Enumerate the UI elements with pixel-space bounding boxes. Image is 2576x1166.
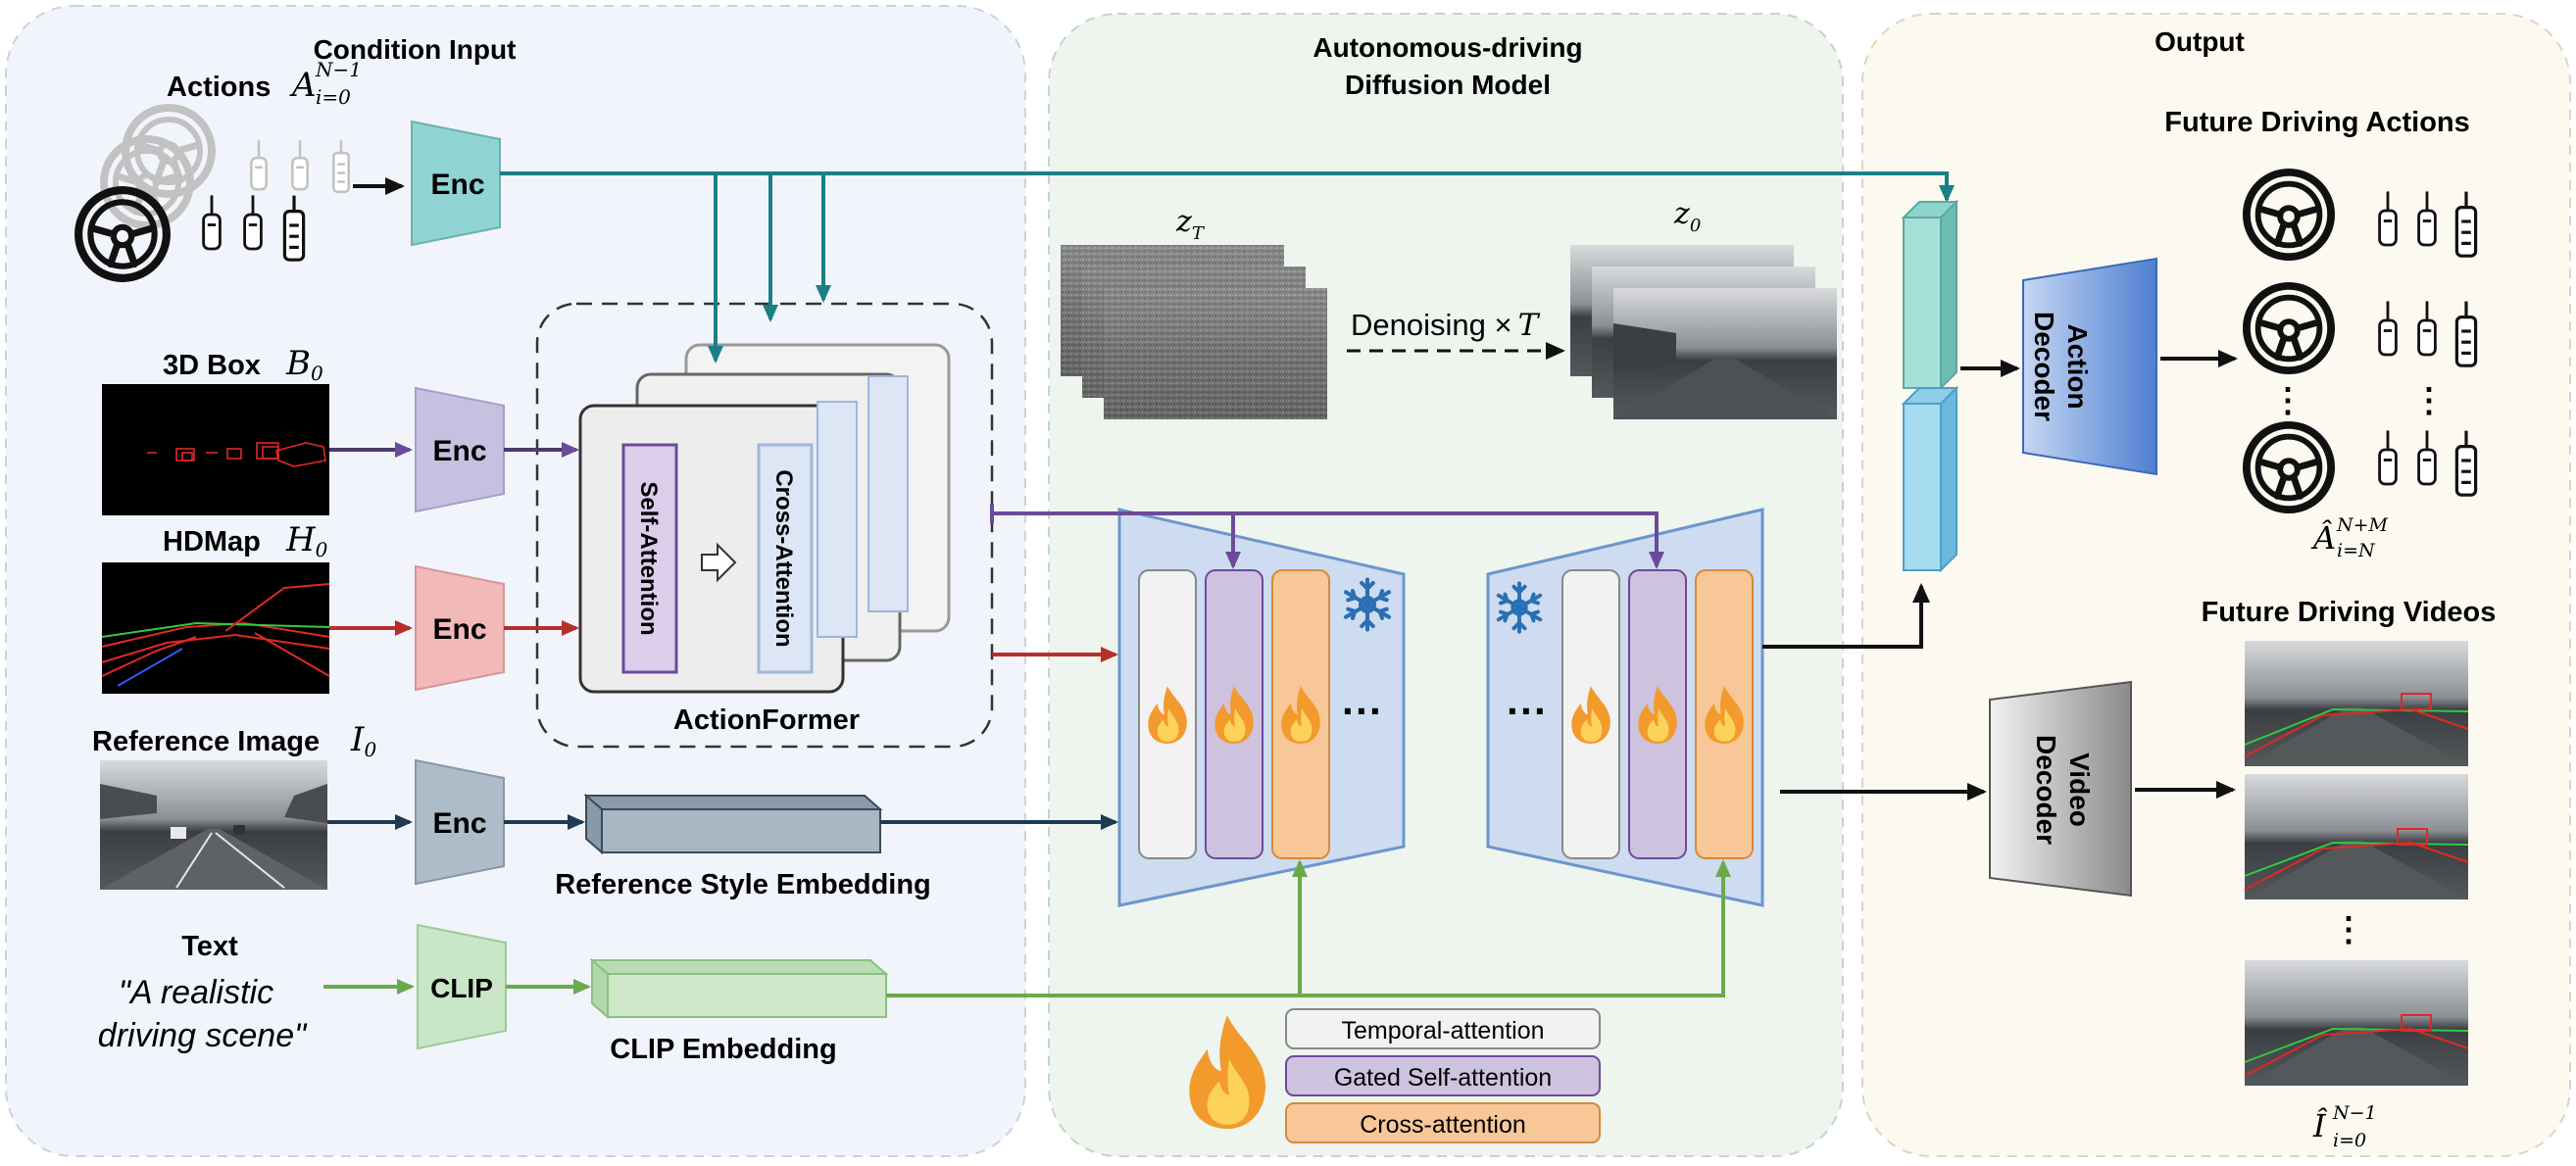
hdmap-math: H0 [285, 520, 328, 561]
video-decoder-line2: Decoder [2031, 735, 2061, 845]
denoising-label: Denoising ×T [1351, 308, 1541, 343]
actions-vdots: ⋮ [2412, 382, 2446, 419]
actions-output-sup: N+M [2336, 514, 2389, 536]
box-image [102, 384, 329, 515]
future-videos-title: Future Driving Videos [2202, 597, 2497, 628]
videos-vdots: ⋮ [2332, 911, 2365, 948]
clip-label: CLIP [430, 973, 493, 1003]
hdmap-label: HDMap [163, 526, 261, 558]
legend-cross-swatch [1285, 1102, 1601, 1143]
clip-embedding-to-cross-attn-arrow [1300, 859, 1731, 997]
actions-label: Actions [167, 72, 271, 103]
text-quote-line1: "A realistic [119, 974, 273, 1011]
actions-enc-main-line [500, 171, 1955, 203]
legend-gated-label: Gated Self-attention [1334, 1064, 1552, 1092]
box-encoder: Enc [415, 386, 505, 513]
cross-attention-label: Cross-Attention [770, 469, 797, 647]
action-decoder-line1: Action [2062, 323, 2093, 409]
condition-input-title: Condition Input [314, 34, 517, 65]
ellipsis-label: ··· [1507, 688, 1548, 734]
z0-label: z0 [1673, 197, 1701, 236]
actionformer-to-gated-arrow [1233, 511, 1664, 569]
diffusion-title-line2: Diffusion Model [1345, 70, 1551, 100]
output-title: Output [2155, 26, 2245, 57]
clip-embedding [589, 957, 889, 1020]
actions-encoder: Enc [411, 120, 501, 247]
text-label: Text [181, 931, 238, 962]
self-attention-label: Self-Attention [635, 481, 662, 635]
reference-style-label: Reference Style Embedding [555, 869, 931, 900]
hdmap-image [101, 562, 330, 694]
enc-label: Enc [432, 435, 486, 467]
enc-label: Enc [430, 169, 484, 201]
videos-output-sup: N−1 [2332, 1102, 2377, 1124]
future-video-frame [2244, 774, 2469, 899]
clean-latent-stack [1570, 245, 1837, 419]
actions-math-sup: N−1 [315, 58, 362, 81]
actions-output-sub: i=N [2337, 540, 2376, 561]
clip-encoder: CLIP [417, 923, 507, 1050]
diffusion-title-line1: Autonomous-driving [1313, 32, 1582, 63]
reference-encoder: Enc [415, 758, 505, 886]
actions-output-math: Â [2310, 519, 2336, 557]
actionformer-label: ActionFormer [673, 704, 860, 736]
reference-style-embedding [583, 793, 883, 855]
unet-decoder [1486, 508, 1764, 907]
reference-image [100, 760, 327, 890]
hdmap-encoder: Enc [415, 564, 505, 692]
future-video-frame [2244, 641, 2469, 766]
legend-gated-swatch [1285, 1055, 1601, 1096]
future-actions-title: Future Driving Actions [2164, 107, 2470, 138]
videos-output-math: Î [2312, 1107, 2328, 1144]
box-label: 3D Box [163, 350, 261, 381]
video-decoder-line1: Video [2064, 753, 2095, 827]
videos-output-sub: i=0 [2333, 1130, 2366, 1151]
unet-to-feature-arrow [1762, 583, 1930, 649]
action-decoder [2022, 257, 2157, 476]
actions-math-sub: i=0 [316, 85, 351, 109]
text-quote-line2: driving scene" [98, 1017, 308, 1054]
actionformer-boundary [535, 302, 994, 749]
ref-label: Reference Image [92, 726, 320, 757]
legend-temporal-label: Temporal-attention [1341, 1017, 1544, 1045]
noisy-latent-stack [1061, 245, 1327, 419]
actions-vdots: ⋮ [2271, 382, 2304, 419]
hollow-arrow-icon [701, 542, 737, 583]
video-decoder [1989, 680, 2132, 898]
action-feature-column [1901, 199, 1959, 573]
ref-math: I0 [350, 720, 376, 761]
enc-label: Enc [432, 807, 486, 840]
actions-math: A [289, 66, 317, 105]
actionformer-stack [578, 343, 951, 694]
legend-temporal-swatch [1285, 1008, 1601, 1049]
zt-label: zT [1175, 205, 1206, 244]
ellipsis-label: ··· [1342, 688, 1383, 734]
future-video-frame [2244, 960, 2469, 1086]
box-math: B0 [285, 344, 323, 385]
action-decoder-line2: Decoder [2029, 312, 2059, 421]
clip-embedding-label: CLIP Embedding [610, 1034, 836, 1065]
legend-cross-label: Cross-attention [1360, 1111, 1526, 1139]
enc-label: Enc [432, 613, 486, 646]
